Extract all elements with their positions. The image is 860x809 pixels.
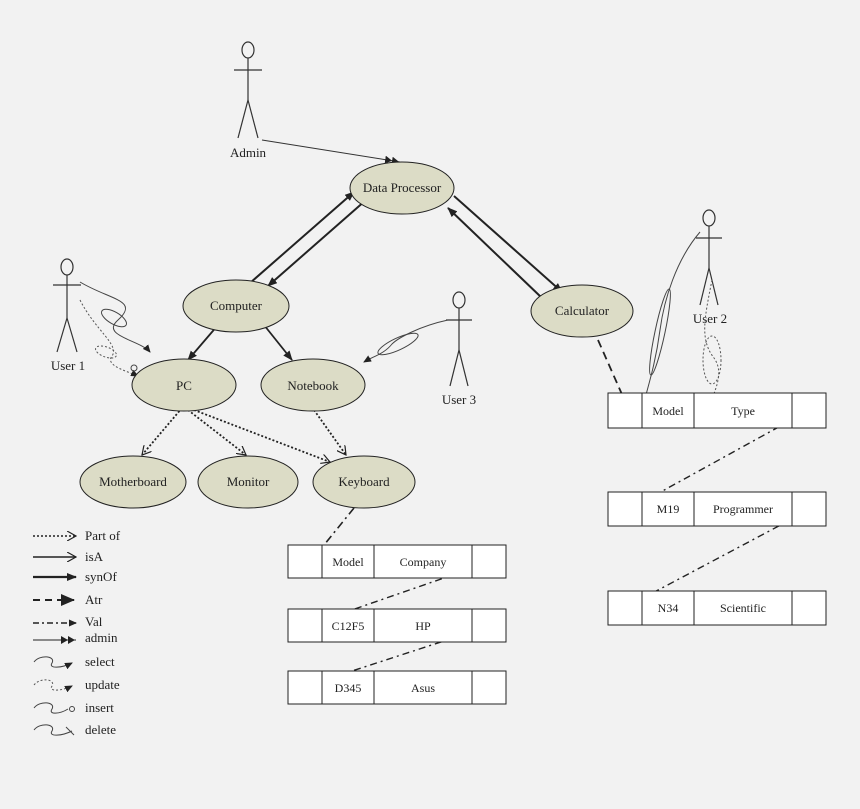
table-calculator-attr	[607, 392, 827, 429]
actor-user3	[446, 291, 472, 387]
legend: Part of isA synOf Atr Val admin select	[33, 528, 121, 737]
actor-user2	[696, 209, 722, 306]
edge-user1-update	[79, 299, 139, 377]
calc-val2-type: Scientific	[720, 601, 766, 615]
legend-part-of: Part of	[33, 528, 121, 543]
node-motherboard-label: Motherboard	[99, 474, 167, 489]
update-loop-user1	[95, 345, 117, 359]
node-data-processor-label: Data Processor	[363, 180, 442, 195]
node-monitor-label: Monitor	[227, 474, 270, 489]
legend-val: Val	[33, 614, 103, 629]
edge-computer-notebook	[263, 324, 293, 361]
svg-text:Part of: Part of	[85, 528, 121, 543]
actor-user1-label: User 1	[51, 358, 85, 373]
table-keyboard-val1	[287, 608, 507, 643]
actor-user2-label: User 2	[693, 311, 727, 326]
svg-text:insert: insert	[85, 700, 114, 715]
edge-pc-keyboard	[193, 409, 330, 462]
table-calculator-val1	[607, 491, 827, 527]
kb-val2-model: D345	[335, 681, 362, 695]
edge-pc-monitor	[187, 409, 246, 455]
svg-text:update: update	[85, 677, 120, 692]
legend-atr: Atr	[33, 592, 103, 607]
svg-text:admin: admin	[85, 630, 118, 645]
legend-select: select	[33, 654, 115, 670]
node-monitor: Monitor	[197, 455, 299, 509]
select-loop-user3	[377, 332, 419, 356]
edge-computer-dataprocessor-2	[267, 199, 367, 287]
calc-val1-type: Programmer	[713, 502, 773, 516]
legend-update: update	[33, 677, 120, 693]
calc-val2-model: N34	[658, 601, 679, 615]
node-notebook: Notebook	[260, 358, 366, 412]
update-loop-user2	[702, 335, 722, 385]
edge-keyboard-attr	[306, 507, 355, 567]
svg-text:delete: delete	[85, 722, 116, 737]
actor-admin-label: Admin	[230, 145, 267, 160]
edge-user2-select	[642, 231, 701, 403]
actor-user1	[53, 258, 81, 353]
kb-attr-model: Model	[332, 555, 364, 569]
edge-calculator-dataprocessor-2	[453, 195, 563, 293]
node-motherboard: Motherboard	[79, 455, 187, 509]
kb-val1-model: C12F5	[332, 619, 365, 633]
svg-text:select: select	[85, 654, 115, 669]
node-calculator-label: Calculator	[555, 303, 610, 318]
select-loop-user2	[649, 288, 671, 376]
kb-attr-company: Company	[400, 555, 447, 569]
kb-val1-company: HP	[415, 619, 431, 633]
svg-text:synOf: synOf	[85, 569, 117, 584]
actor-admin	[234, 41, 262, 139]
edge-admin	[261, 139, 401, 165]
table-calculator-val2	[607, 590, 827, 626]
table-keyboard-val2	[287, 670, 507, 705]
calc-attr-model: Model	[652, 404, 684, 418]
edge-calculator-dataprocessor-1	[447, 207, 543, 299]
legend-admin: admin	[33, 630, 118, 645]
calc-val1-model: M19	[657, 502, 680, 516]
edge-notebook-keyboard	[313, 409, 347, 455]
calc-attr-type: Type	[731, 404, 755, 418]
legend-isa: isA	[33, 549, 104, 564]
select-loop-user1	[101, 308, 127, 328]
edge-kb-val2	[305, 625, 491, 688]
actor-user3-label: User 3	[442, 392, 476, 407]
node-keyboard-label: Keyboard	[338, 474, 390, 489]
legend-synof: synOf	[33, 569, 117, 584]
node-calculator: Calculator	[530, 284, 634, 338]
node-notebook-label: Notebook	[287, 378, 339, 393]
svg-text:isA: isA	[85, 549, 104, 564]
edge-user1-select	[79, 281, 151, 353]
node-data-processor: Data Processor	[349, 161, 455, 215]
svg-text:Atr: Atr	[85, 592, 103, 607]
node-computer-label: Computer	[210, 298, 263, 313]
insert-mark-user1	[130, 364, 138, 372]
svg-text:Val: Val	[85, 614, 103, 629]
legend-insert: insert	[33, 700, 114, 715]
edge-user2-update	[704, 279, 720, 405]
kb-val2-company: Asus	[411, 681, 435, 695]
legend-delete: delete	[33, 722, 116, 737]
node-computer: Computer	[182, 279, 290, 333]
table-keyboard-attr	[287, 544, 507, 579]
node-pc: PC	[131, 358, 237, 412]
edge-user3-select	[363, 319, 449, 363]
edge-computer-dataprocessor-1	[249, 191, 355, 284]
edge-computer-pc	[187, 324, 219, 361]
node-pc-label: PC	[176, 378, 192, 393]
node-keyboard: Keyboard	[312, 455, 416, 509]
edge-pc-motherboard	[142, 407, 183, 455]
